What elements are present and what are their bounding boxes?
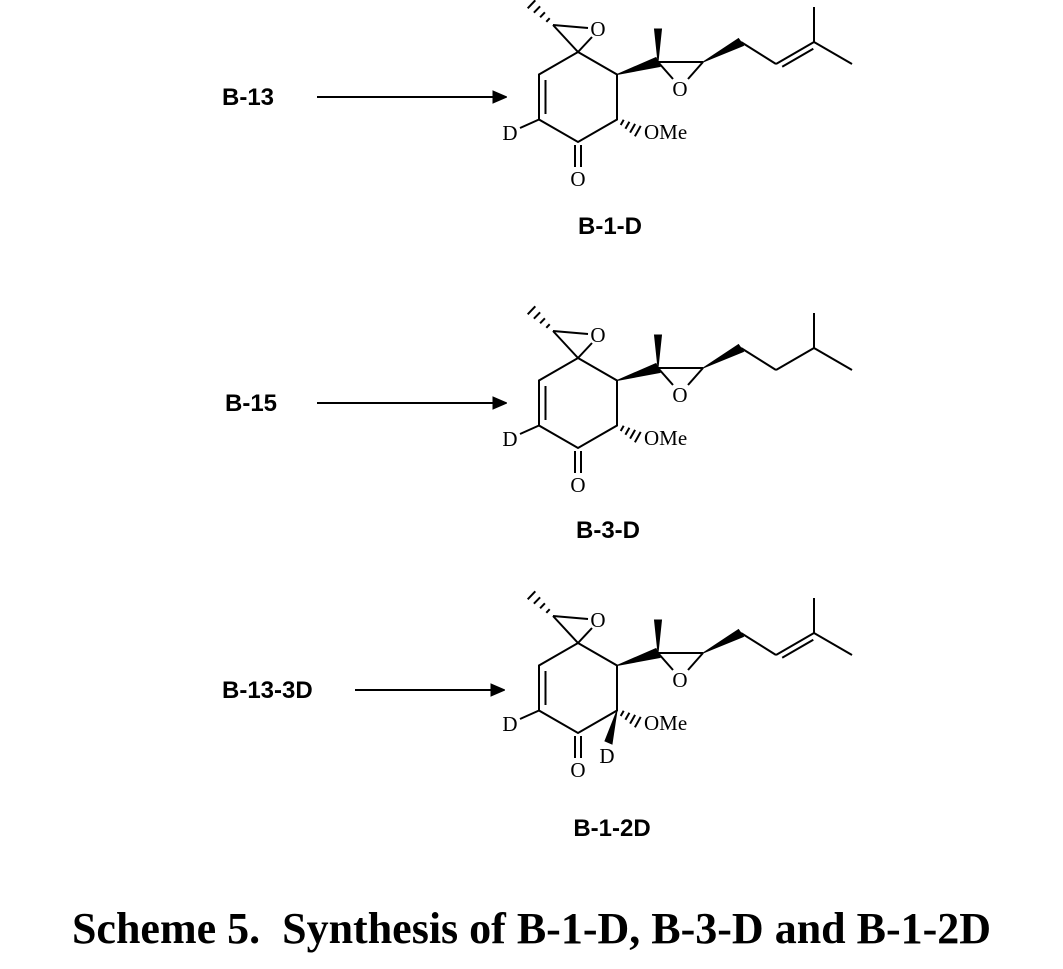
wedge-methyl (653, 28, 663, 63)
carbonyl-group: O (570, 451, 586, 497)
wedge-methyl (653, 334, 663, 369)
reaction-arrow-2 (317, 396, 507, 410)
arrow-head-icon (492, 90, 507, 104)
methoxy-group: OMe (619, 710, 687, 735)
reactant-label-b13-3d: B-13-3D (222, 677, 313, 704)
wedge-bond-ring-to-epoxide (616, 56, 661, 75)
cyclohexenone-ring (538, 356, 618, 450)
atom-label-side-oxygen: O (672, 668, 687, 692)
spiro-epoxide: O (526, 305, 606, 359)
structure-b-1-2d: O O D D OMe O (502, 590, 853, 782)
atom-label-vinyl-deuterium: D (502, 712, 517, 736)
chain-double-bond (781, 47, 814, 68)
side-epoxide: O (616, 28, 704, 101)
wedge-bond-epoxide-to-chain (702, 37, 745, 63)
structure-b-1-d: O O D OMe O (502, 0, 853, 191)
structure-b-3-d: O O D OMe O (502, 305, 853, 497)
atom-label-methoxy: OMe (644, 426, 687, 450)
wedge-methyl (653, 619, 663, 654)
reactant-label-b13: B-13 (222, 84, 275, 111)
carbonyl-group: O (570, 736, 586, 782)
atom-label-side-oxygen: O (672, 383, 687, 407)
hashed-methyl (526, 0, 551, 23)
wedge-bond-to-deuterium (604, 710, 618, 745)
atom-label-vinyl-deuterium: D (502, 121, 517, 145)
side-epoxide: O (616, 334, 704, 407)
chain-double-bond (781, 638, 814, 659)
atom-label-spiro-oxygen: O (590, 323, 605, 347)
isopentyl-chain (702, 313, 853, 371)
hashed-methyl (526, 305, 551, 329)
alpha-deuterium: D (599, 710, 618, 768)
atom-label-methoxy: OMe (644, 120, 687, 144)
methoxy-group: OMe (619, 119, 687, 144)
atom-label-ketone-oxygen: O (570, 473, 585, 497)
vinyl-deuterium: D (502, 118, 540, 145)
product-label-b-1-d: B-1-D (578, 213, 642, 240)
reaction-arrow-3 (355, 683, 505, 697)
wedge-bond-epoxide-to-chain (702, 343, 745, 369)
side-epoxide: O (616, 619, 704, 692)
atom-label-ketone-oxygen: O (570, 167, 585, 191)
spiro-epoxide: O (526, 0, 606, 53)
reaction-arrow-1 (317, 90, 507, 104)
vinyl-deuterium: D (502, 424, 540, 451)
carbonyl-group: O (570, 145, 586, 191)
wedge-bond-ring-to-epoxide (616, 647, 661, 666)
cyclohexenone-ring (538, 641, 618, 735)
methoxy-group: OMe (619, 425, 687, 450)
atom-label-side-oxygen: O (672, 77, 687, 101)
atom-label-spiro-oxygen: O (590, 608, 605, 632)
atom-label-vinyl-deuterium: D (502, 427, 517, 451)
vinyl-deuterium: D (502, 709, 540, 736)
atom-label-spiro-oxygen: O (590, 17, 605, 41)
arrow-head-icon (490, 683, 505, 697)
arrow-head-icon (492, 396, 507, 410)
hashed-methyl (526, 590, 551, 614)
wedge-bond-ring-to-epoxide (616, 362, 661, 381)
wedge-bond-epoxide-to-chain (702, 628, 745, 654)
atom-label-ketone-oxygen: O (570, 758, 585, 782)
atom-label-alpha-deuterium: D (599, 744, 614, 768)
reactant-label-b15: B-15 (225, 390, 278, 417)
prenyl-chain (702, 598, 853, 659)
prenyl-chain (702, 7, 853, 68)
cyclohexenone-ring (538, 50, 618, 144)
product-label-b-3-d: B-3-D (576, 517, 640, 544)
scheme-caption: Scheme 5. Synthesis of B-1-D, B-3-D and … (71, 904, 992, 953)
product-label-b-1-2d: B-1-2D (573, 815, 651, 842)
spiro-epoxide: O (526, 590, 606, 644)
atom-label-methoxy: OMe (644, 711, 687, 735)
